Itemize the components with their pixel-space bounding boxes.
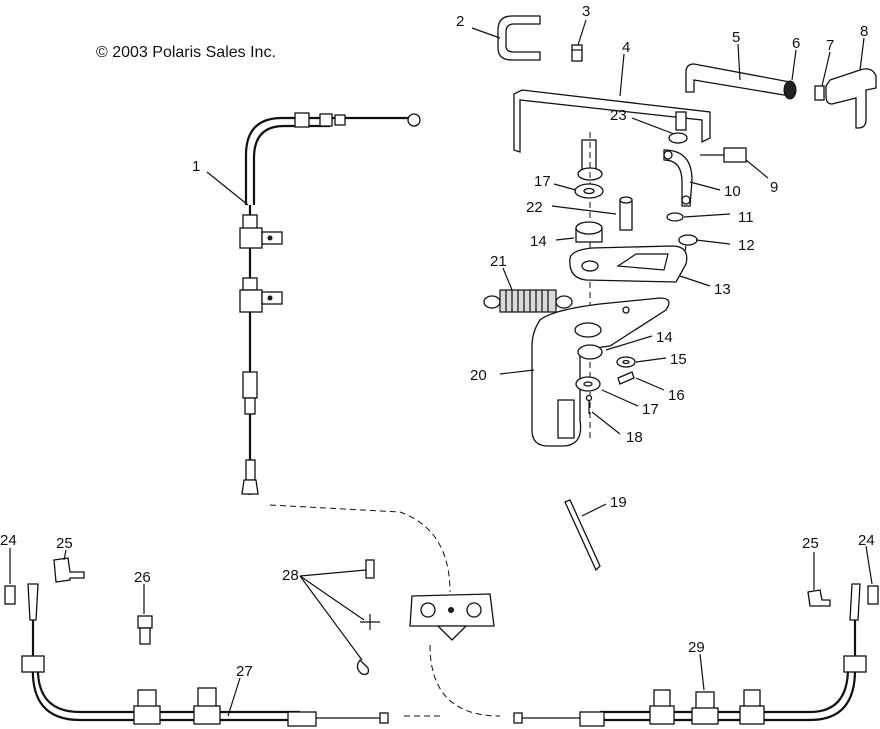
callout-2: 2 — [456, 13, 464, 30]
cable-assembly-29 — [513, 583, 879, 727]
bracket-20 — [531, 297, 670, 447]
callout-12: 12 — [738, 237, 755, 254]
lever-rod-4 — [513, 89, 711, 153]
link-10 — [663, 149, 693, 207]
u-bracket-2 — [497, 15, 541, 61]
callout-24-left: 24 — [0, 532, 17, 549]
pin-23 — [675, 111, 687, 131]
callout-16: 16 — [668, 387, 685, 404]
callout-26: 26 — [134, 569, 151, 586]
pin-22 — [619, 199, 633, 231]
callout-1: 1 — [192, 158, 200, 175]
callout-29: 29 — [688, 639, 705, 656]
callout-18: 18 — [626, 429, 643, 446]
pin-16 — [617, 371, 635, 385]
leader-lines — [9, 19, 873, 717]
bushing-3 — [571, 44, 583, 62]
callout-20: 20 — [470, 367, 487, 384]
callout-14-upper: 14 — [530, 233, 547, 250]
callout-24-right: 24 — [858, 532, 875, 549]
clip-assembly-28 — [356, 559, 495, 676]
callout-22: 22 — [526, 199, 543, 216]
callout-9: 9 — [770, 179, 778, 196]
copyright-notice: © 2003 Polaris Sales Inc. — [96, 44, 276, 61]
callout-25-left: 25 — [56, 535, 73, 552]
plate-13 — [569, 245, 688, 283]
callout-4: 4 — [622, 39, 630, 56]
callout-28: 28 — [282, 567, 299, 584]
cable-assembly-27 — [4, 557, 389, 727]
handle-8 — [825, 68, 877, 129]
callout-25-right: 25 — [802, 535, 819, 552]
callout-3: 3 — [582, 3, 590, 20]
callout-15: 15 — [670, 351, 687, 368]
callout-19: 19 — [610, 494, 627, 511]
callout-11: 11 — [738, 209, 754, 226]
callout-23: 23 — [610, 107, 627, 124]
washer-12 — [678, 234, 698, 246]
callout-10: 10 — [724, 183, 741, 200]
cable-assembly-1 — [239, 112, 421, 495]
callout-13: 13 — [714, 281, 731, 298]
cap-7 — [814, 85, 825, 101]
connector-9 — [700, 147, 747, 163]
callout-labels: 1 2 3 4 5 6 7 8 9 10 11 12 13 14 14 15 1… — [0, 3, 875, 680]
callout-5: 5 — [732, 29, 740, 46]
shaft-5 — [685, 63, 797, 100]
rod-19 — [564, 499, 601, 572]
callout-14-lower: 14 — [656, 329, 673, 346]
washer-11 — [666, 212, 684, 222]
callout-27: 27 — [236, 663, 253, 680]
callout-6: 6 — [792, 35, 800, 52]
spring-21 — [483, 289, 573, 313]
callout-17-upper: 17 — [534, 173, 551, 190]
callout-7: 7 — [826, 37, 834, 54]
callout-17-lower: 17 — [642, 401, 659, 418]
callout-21: 21 — [490, 253, 507, 270]
callout-8: 8 — [860, 23, 868, 40]
